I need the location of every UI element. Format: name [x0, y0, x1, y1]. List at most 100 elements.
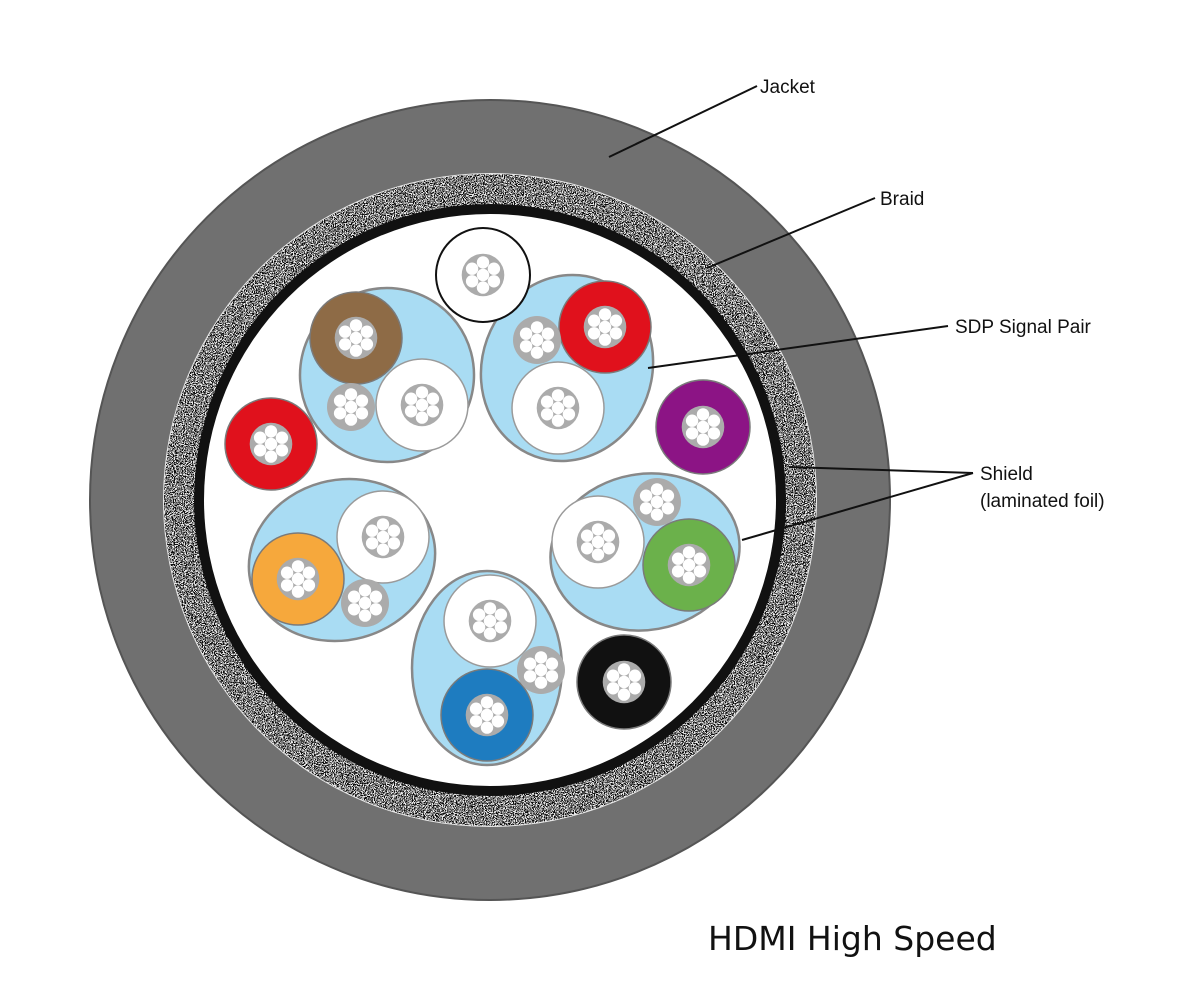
pair-blue-drain-wire-strand	[534, 663, 548, 677]
conductor-red-left-strand	[275, 431, 289, 444]
pair-red-insulated-conductor-strand	[587, 327, 601, 340]
shield-label: Shield	[980, 464, 1033, 485]
conductor-red-left-strand	[275, 444, 289, 457]
pair-blue-white-conductor-strand	[483, 627, 497, 640]
pair-blue-white-conductor-strand	[472, 608, 486, 621]
pair-green-white-conductor	[551, 495, 645, 589]
pair-green-insulated-conductor	[642, 518, 736, 612]
pair-green-drain-wire	[633, 478, 681, 526]
pair-orange-white-conductor	[336, 490, 430, 584]
pair-orange-white-conductor-strand	[387, 524, 401, 537]
pair-brown-white-conductor-strand	[426, 392, 440, 405]
pair-brown-drain-wire-strand	[355, 407, 369, 420]
pair-orange-insulated-conductor-strand	[280, 579, 294, 592]
pair-blue-drain-wire-strand	[534, 676, 548, 689]
conductor-white-top-strand	[465, 262, 479, 275]
pair-red-white-conductor-strand	[551, 401, 565, 415]
pair-orange-drain-wire-strand	[347, 590, 361, 603]
pair-blue-insulated-conductor-strand	[491, 702, 505, 715]
pair-green-white-conductor-strand	[580, 542, 594, 555]
pair-green-insulated-conductor-strand	[682, 558, 696, 572]
pair-red-drain-wire-strand	[530, 333, 544, 347]
pair-brown-insulated-conductor-strand	[338, 325, 352, 338]
pair-green-white-conductor-strand	[602, 529, 616, 542]
pair-green-white-conductor-strand	[591, 523, 605, 536]
pair-brown-drain-wire-strand	[344, 413, 358, 426]
pair-blue-insulated-conductor-strand	[480, 708, 494, 722]
pair-green-drain-wire-strand	[661, 502, 675, 515]
conductor-purple-right	[655, 379, 751, 475]
pair-orange-drain-wire-strand	[369, 603, 383, 616]
pair-brown-white-conductor-strand	[404, 405, 418, 418]
conductor-purple-right-strand	[696, 420, 710, 434]
pair-red-insulated-conductor-strand	[609, 314, 623, 327]
pair-orange-white-conductor-strand	[376, 530, 390, 544]
pair-green-insulated-conductor-strand	[682, 546, 696, 559]
shield-leader-line-upper	[788, 466, 974, 474]
pair-red-insulated-conductor-strand	[587, 314, 601, 327]
pair-brown-drain-wire-strand	[333, 407, 347, 420]
shield-subtitle-label: (laminated foil)	[980, 491, 1105, 512]
pair-red-drain-wire-strand	[530, 346, 544, 359]
pair-red-white-conductor-strand	[551, 389, 565, 402]
pair-red-drain-wire	[513, 316, 561, 364]
pair-blue-white-conductor-strand	[483, 614, 497, 628]
conductor-black-bottom-strand	[617, 675, 631, 689]
pair-green-drain-wire-strand	[650, 508, 664, 521]
pair-orange-insulated-conductor-strand	[302, 579, 316, 592]
sdp-leader-line	[647, 325, 949, 369]
pair-blue-white-conductor	[443, 574, 537, 668]
pair-blue-insulated-conductor	[440, 668, 534, 762]
pair-blue-insulated-conductor-strand	[491, 715, 505, 728]
conductor-purple-right-strand	[707, 414, 721, 427]
jacket-leader-line	[608, 85, 758, 158]
pair-red-insulated-conductor-strand	[598, 333, 612, 346]
pair-brown-white-conductor	[375, 358, 469, 452]
pair-red-white-conductor-strand	[562, 408, 576, 421]
pair-green-drain-wire-strand	[650, 495, 664, 509]
conductor-black-bottom-strand	[628, 669, 642, 682]
pair-green-insulated-conductor-strand	[671, 552, 685, 565]
pair-brown-drain-wire-strand	[344, 400, 358, 414]
pair-brown-white-conductor-strand	[404, 392, 418, 405]
pair-green-white-conductor-strand	[580, 529, 594, 542]
pair-red-white-conductor-strand	[551, 414, 565, 427]
pair-brown-insulated-conductor-strand	[349, 344, 363, 357]
pair-blue-drain-wire-strand	[545, 657, 559, 670]
pair-orange-drain-wire-strand	[358, 584, 372, 597]
pair-orange-drain-wire-strand	[358, 596, 372, 610]
conductor-white-top-strand	[487, 275, 501, 288]
sdp-signal-pair-label: SDP Signal Pair	[955, 317, 1092, 338]
pair-brown-insulated-conductor-strand	[360, 325, 374, 338]
pair-red-white-conductor	[511, 361, 605, 455]
pair-brown-insulated-conductor-strand	[349, 319, 363, 332]
pair-red-insulated-conductor-strand	[598, 320, 612, 334]
braid-leader-line	[706, 197, 876, 269]
pair-red-insulated-conductor	[558, 280, 652, 374]
pair-green-white-conductor-strand	[591, 548, 605, 561]
conductor-purple-right-strand	[696, 433, 710, 446]
jacket-label: Jacket	[760, 77, 816, 98]
conductor-black-bottom-strand	[617, 663, 631, 676]
pair-orange-insulated-conductor-strand	[291, 585, 305, 598]
pair-blue-white-conductor-strand	[483, 602, 497, 615]
pair-brown-drain-wire-strand	[344, 388, 358, 401]
pair-orange-insulated-conductor-strand	[280, 566, 294, 579]
pair-orange-insulated-conductor-strand	[291, 572, 305, 586]
conductor-white-top-strand	[476, 281, 490, 294]
pair-red-white-conductor-strand	[562, 395, 576, 408]
pair-orange-white-conductor-strand	[365, 524, 379, 537]
conductor-black-bottom-strand	[606, 682, 620, 695]
pair-red-insulated-conductor-strand	[598, 308, 612, 321]
pair-orange-drain-wire-strand	[369, 590, 383, 603]
pair-orange-drain-wire-strand	[347, 603, 361, 616]
conductor-black-bottom-strand	[617, 688, 631, 701]
pair-green-drain-wire-strand	[639, 502, 653, 515]
pair-red-drain-wire-strand	[541, 340, 555, 353]
pair-brown-drain-wire	[327, 383, 375, 431]
pair-blue-insulated-conductor-strand	[469, 702, 483, 715]
pair-brown-white-conductor-strand	[415, 411, 429, 424]
conductor-red-left-strand	[253, 431, 267, 444]
pair-brown-insulated-conductor-strand	[349, 331, 363, 345]
